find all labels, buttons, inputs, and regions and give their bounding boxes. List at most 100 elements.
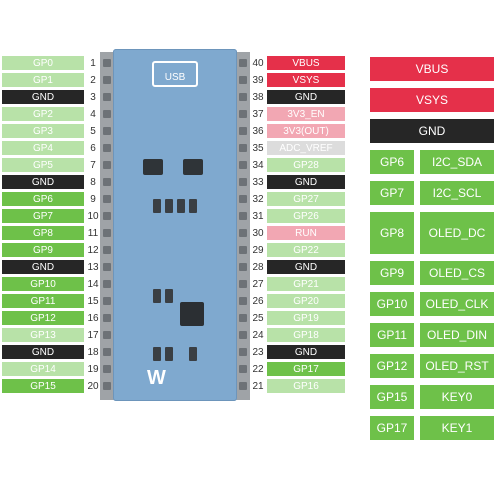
pin-label: GND	[267, 175, 345, 189]
header-pin	[103, 178, 111, 186]
pin-number: 19	[87, 363, 99, 375]
function-pin: GP12	[370, 354, 414, 378]
pin-number: 35	[252, 142, 264, 154]
oled-connector	[180, 302, 204, 326]
function-pin: GP10	[370, 292, 414, 316]
pin-label: GP11	[2, 294, 84, 308]
pin-label: ADC_VREF	[267, 141, 345, 155]
pin-number: 15	[87, 295, 99, 307]
pin-number: 23	[252, 346, 264, 358]
pin-number: 29	[252, 244, 264, 256]
function-name: OLED_CS	[420, 261, 494, 285]
pin-number: 9	[90, 193, 96, 205]
function-name: I2C_SCL	[420, 181, 494, 205]
component	[153, 199, 161, 213]
pin-number: 8	[90, 176, 96, 188]
header-pin	[103, 110, 111, 118]
pin-number: 21	[252, 380, 264, 392]
pin-number: 28	[252, 261, 264, 273]
pin-number: 7	[90, 159, 96, 171]
pin-label: GP21	[267, 277, 345, 291]
function-pin: GP15	[370, 385, 414, 409]
pin-label: GND	[267, 345, 345, 359]
header-pin	[103, 314, 111, 322]
pin-number: 32	[252, 193, 264, 205]
pin-number: 30	[252, 227, 264, 239]
function-pin: GP6	[370, 150, 414, 174]
pin-number: 14	[87, 278, 99, 290]
pin-number: 38	[252, 91, 264, 103]
pin-label: GP0	[2, 56, 84, 70]
header-pin	[239, 229, 247, 237]
header-pin	[239, 212, 247, 220]
pin-number: 36	[252, 125, 264, 137]
pin-label: GP2	[2, 107, 84, 121]
pin-label: GND	[2, 175, 84, 189]
ic-chip	[183, 159, 203, 175]
pin-number: 31	[252, 210, 264, 222]
header-pin	[239, 144, 247, 152]
pin-label: GP18	[267, 328, 345, 342]
function-name: OLED_CLK	[420, 292, 494, 316]
component	[153, 347, 161, 361]
power-label: VSYS	[370, 88, 494, 112]
header-pin	[239, 246, 247, 254]
pin-label: GND	[267, 260, 345, 274]
header-pin	[103, 229, 111, 237]
header-pin	[103, 161, 111, 169]
function-name: KEY1	[420, 416, 494, 440]
pin-label: VSYS	[267, 73, 345, 87]
ic-chip	[143, 159, 163, 175]
pico-oled-board: USB W Waveshare	[113, 49, 237, 412]
header-pin	[239, 59, 247, 67]
function-name: OLED_DIN	[420, 323, 494, 347]
pin-label: GP13	[2, 328, 84, 342]
function-name: OLED_RST	[420, 354, 494, 378]
pin-label: GP14	[2, 362, 84, 376]
header-pin	[239, 161, 247, 169]
component	[165, 199, 173, 213]
pin-number: 20	[87, 380, 99, 392]
power-label: VBUS	[370, 57, 494, 81]
header-pin	[239, 280, 247, 288]
right-header-strip	[236, 52, 250, 400]
pin-label: GP26	[267, 209, 345, 223]
header-pin	[239, 76, 247, 84]
pin-label: GP15	[2, 379, 84, 393]
pin-number: 12	[87, 244, 99, 256]
function-pin: GP17	[370, 416, 414, 440]
pin-number: 6	[90, 142, 96, 154]
header-pin	[103, 195, 111, 203]
header-pin	[103, 246, 111, 254]
component	[189, 347, 197, 361]
header-pin	[103, 93, 111, 101]
pin-number: 1	[90, 57, 96, 69]
header-pin	[239, 93, 247, 101]
header-pin	[103, 59, 111, 67]
pin-number: 26	[252, 295, 264, 307]
pin-number: 5	[90, 125, 96, 137]
pin-label: GP10	[2, 277, 84, 291]
header-pin	[239, 263, 247, 271]
left-header-strip	[100, 52, 114, 400]
pin-label: GND	[2, 345, 84, 359]
usb-label: USB	[164, 72, 186, 83]
component	[189, 199, 197, 213]
header-pin	[239, 348, 247, 356]
component	[153, 289, 161, 303]
header-pin	[103, 263, 111, 271]
pin-number: 16	[87, 312, 99, 324]
pin-number: 13	[87, 261, 99, 273]
function-pin: GP9	[370, 261, 414, 285]
header-pin	[239, 331, 247, 339]
waveshare-logo: W	[147, 367, 166, 389]
component	[165, 289, 173, 303]
component	[165, 347, 173, 361]
header-pin	[103, 144, 111, 152]
function-pin: GP11	[370, 323, 414, 347]
pin-number: 2	[90, 74, 96, 86]
pin-label: GP6	[2, 192, 84, 206]
header-pin	[239, 365, 247, 373]
header-pin	[239, 178, 247, 186]
pin-label: GND	[267, 90, 345, 104]
